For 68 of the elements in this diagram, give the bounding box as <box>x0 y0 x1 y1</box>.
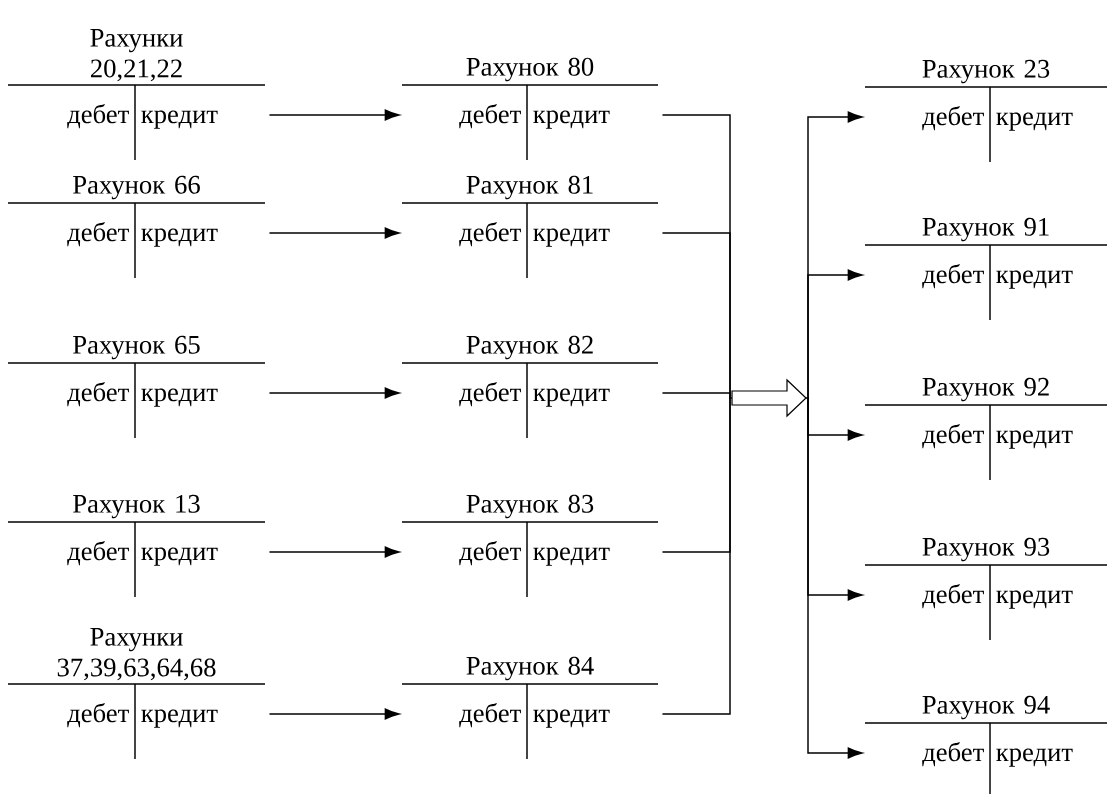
t-account <box>864 695 1108 794</box>
account-title: Рахунок 23 <box>922 59 1050 84</box>
column-label: дебет <box>67 103 129 129</box>
column-label: дебет <box>459 381 521 407</box>
column-label: дебет <box>922 105 984 131</box>
arrow <box>268 708 400 720</box>
column-label: кредит <box>996 430 1073 449</box>
column-label: кредит <box>533 547 610 566</box>
arrow <box>806 397 863 759</box>
arrow <box>268 546 400 558</box>
arrow <box>268 387 400 399</box>
column-label: дебет <box>922 741 984 767</box>
column-label: кредит <box>141 110 218 129</box>
column-label: дебет <box>922 263 984 289</box>
t-account <box>864 377 1108 481</box>
t-account <box>7 628 266 760</box>
column-label: кредит <box>533 110 610 129</box>
column-label: кредит <box>996 112 1073 131</box>
column-label: кредит <box>996 270 1073 289</box>
column-label: кредит <box>533 228 610 247</box>
t-account <box>864 537 1108 641</box>
account-title: Рахунок 83 <box>466 494 594 519</box>
t-account <box>401 494 659 598</box>
block-arrow <box>731 378 807 418</box>
column-label: кредит <box>141 228 218 247</box>
t-account <box>864 217 1108 321</box>
arrow <box>268 227 400 239</box>
column-label: дебет <box>459 540 521 566</box>
t-account <box>401 57 659 161</box>
account-title: Рахунок 94 <box>922 695 1050 720</box>
column-label: кредит <box>996 748 1073 767</box>
column-label: кредит <box>533 709 610 728</box>
column-label: кредит <box>141 547 218 566</box>
account-title: Рахунок 81 <box>466 175 593 200</box>
column-label: дебет <box>67 221 129 247</box>
t-account <box>401 656 659 760</box>
account-title: Рахунок 80 <box>466 57 594 82</box>
account-title: Рахунок 92 <box>922 377 1049 402</box>
account-title: Рахунок 93 <box>922 537 1050 562</box>
account-title: Рахунок 65 <box>73 335 200 360</box>
account-title: Рахунок 66 <box>73 175 200 200</box>
column-label: дебет <box>67 540 129 566</box>
account-title: Рахунки 20,21,22 <box>90 29 183 82</box>
column-label: кредит <box>141 709 218 728</box>
column-label: дебет <box>922 423 984 449</box>
t-account <box>7 494 266 598</box>
t-account <box>7 335 266 439</box>
column-label: дебет <box>459 103 521 129</box>
account-title: Рахунок 91 <box>922 217 1049 242</box>
arrow <box>806 269 863 399</box>
account-title: Рахунки 37,39,63,64,68 <box>57 628 216 681</box>
column-label: кредит <box>141 388 218 407</box>
column-label: дебет <box>922 583 984 609</box>
column-label: дебет <box>67 702 129 728</box>
column-label: кредит <box>996 590 1073 609</box>
account-title: Рахунок 13 <box>73 494 200 519</box>
account-title: Рахунок 82 <box>466 335 593 360</box>
t-account <box>401 335 659 439</box>
arrow <box>268 109 400 121</box>
account-title: Рахунок 84 <box>466 656 594 681</box>
column-label: дебет <box>459 221 521 247</box>
column-label: дебет <box>67 381 129 407</box>
t-account <box>7 175 266 279</box>
column-label: кредит <box>533 388 610 407</box>
t-account <box>864 59 1108 163</box>
column-label: дебет <box>459 702 521 728</box>
t-account <box>401 175 659 279</box>
t-account <box>7 29 266 161</box>
